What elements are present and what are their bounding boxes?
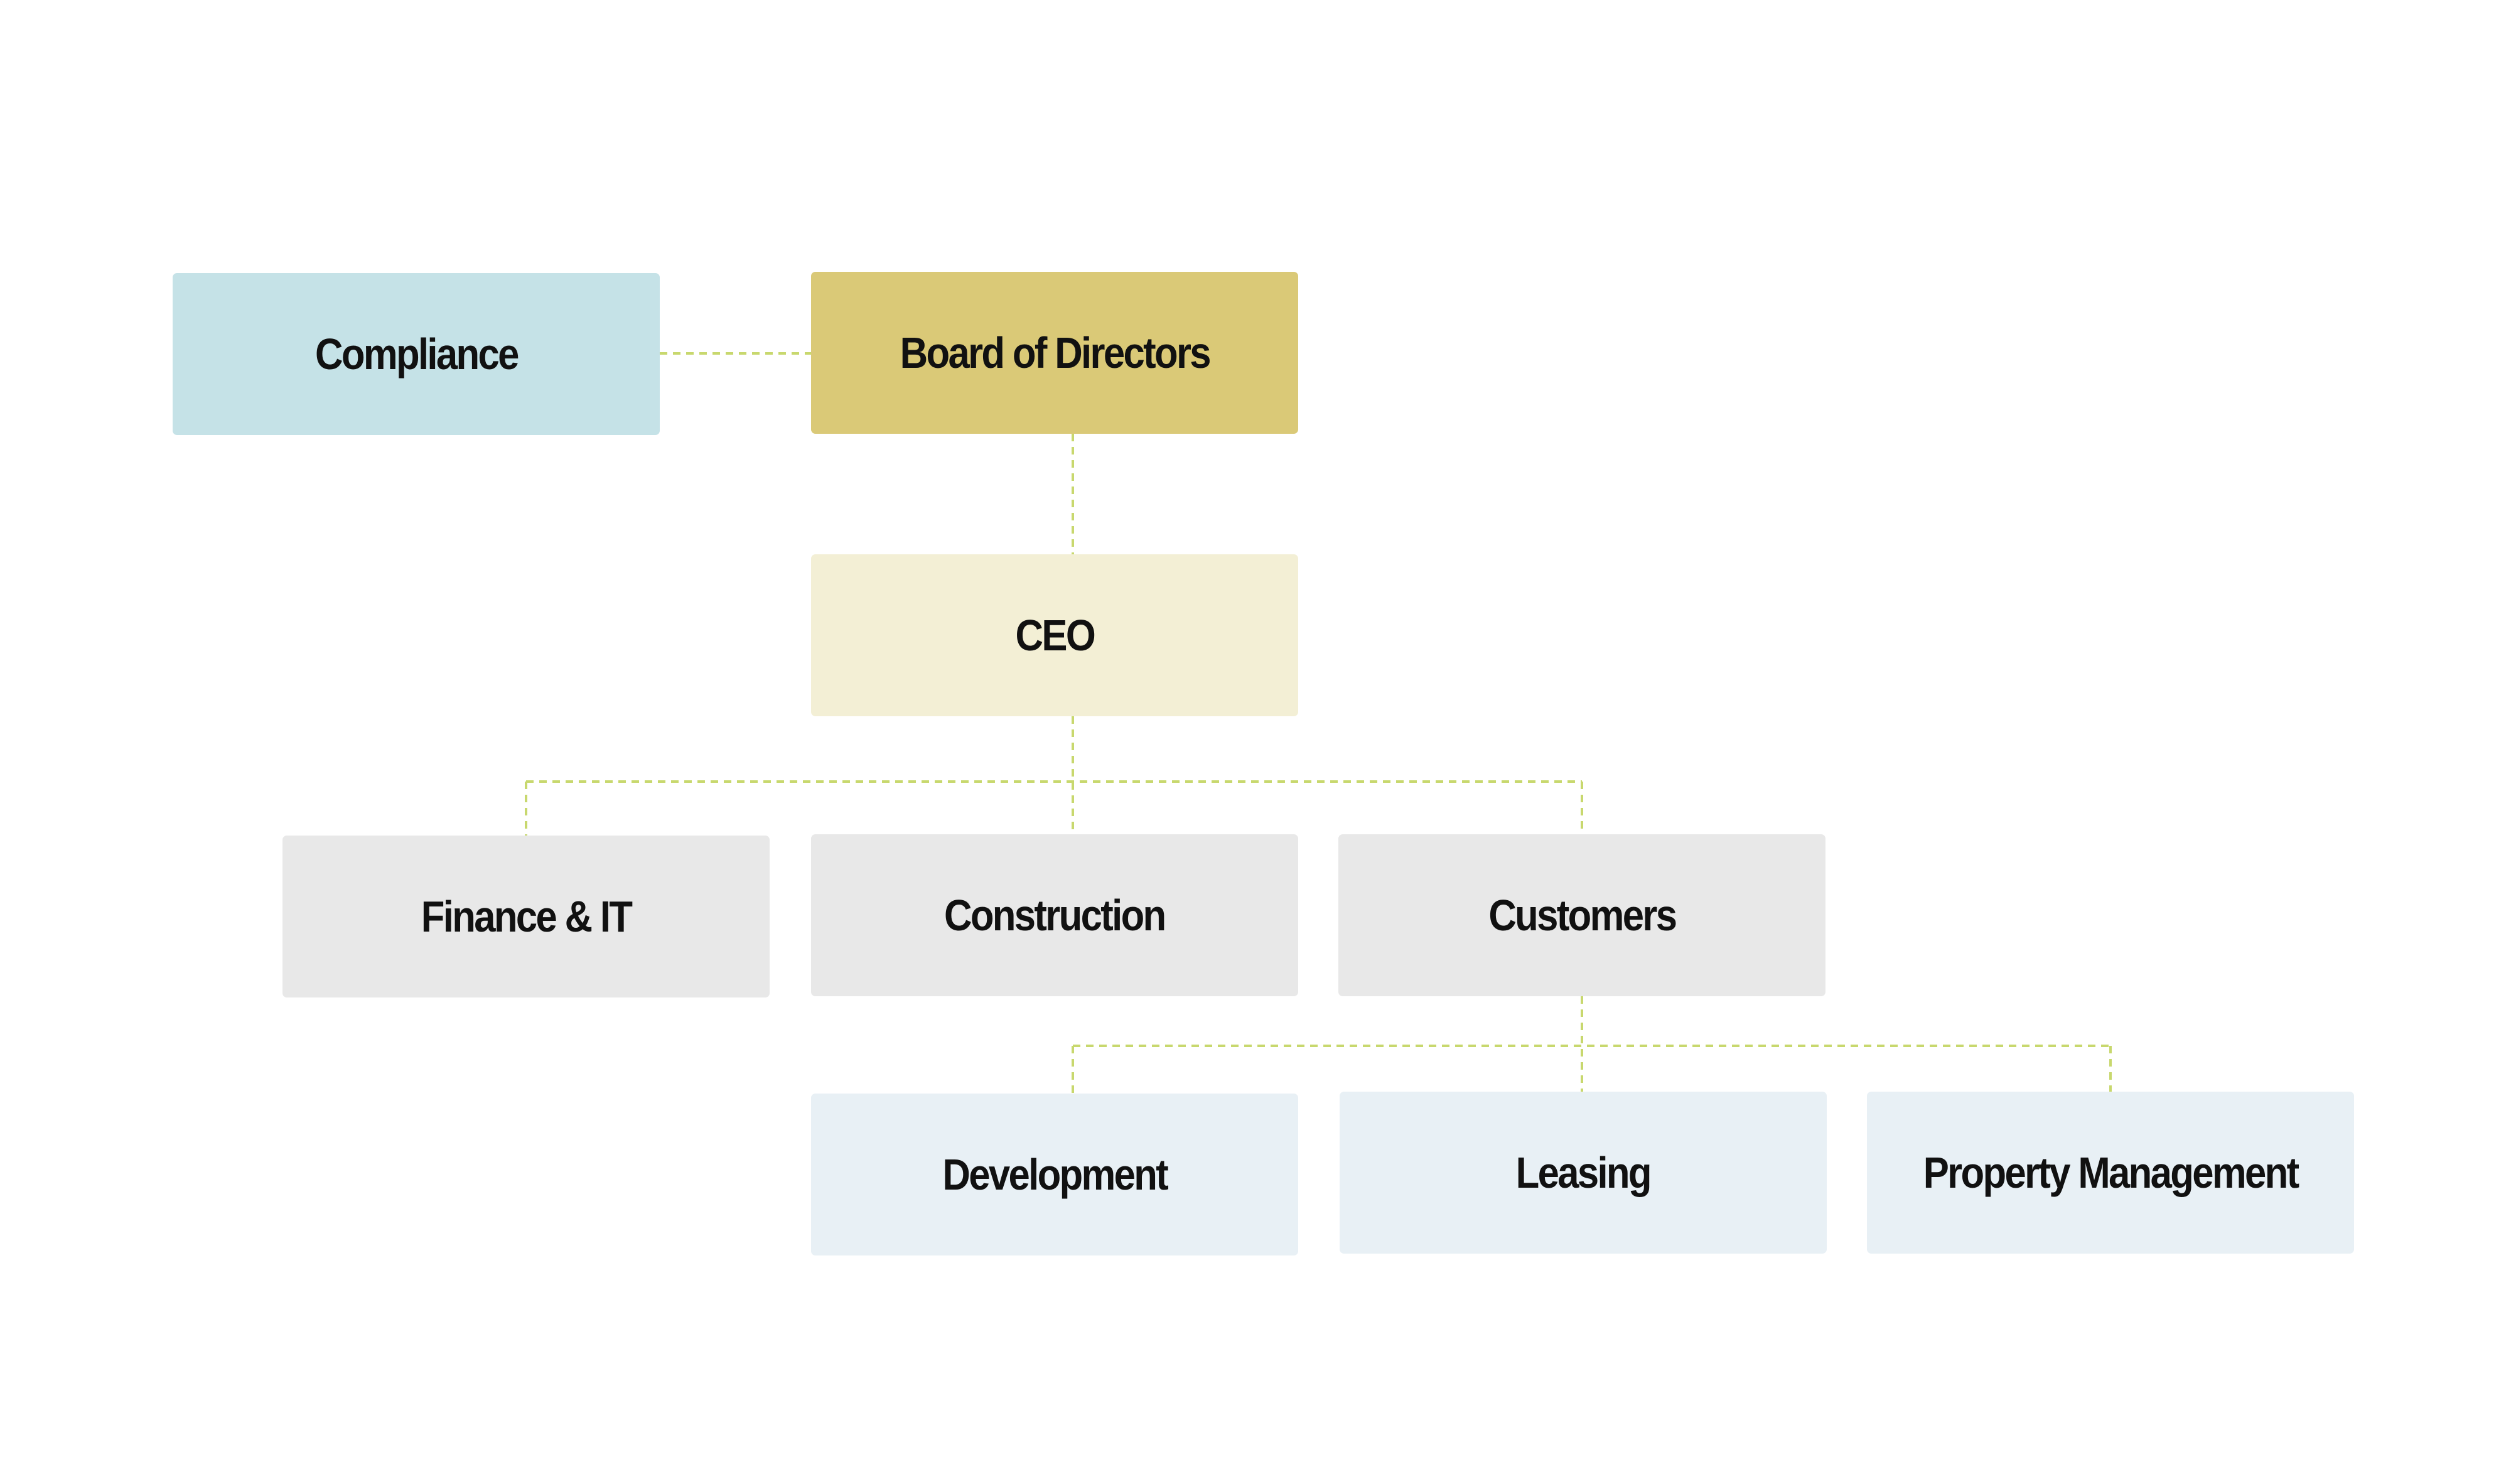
node-leasing: Leasing	[1340, 1092, 1827, 1254]
node-construction: Construction	[811, 834, 1298, 996]
node-label-ceo: CEO	[1015, 611, 1095, 660]
node-label-property-management: Property Management	[1923, 1148, 2299, 1197]
node-ceo: CEO	[811, 554, 1298, 716]
node-label-board-of-directors: Board of Directors	[900, 328, 1211, 377]
node-label-leasing: Leasing	[1515, 1148, 1652, 1197]
node-development: Development	[811, 1094, 1298, 1255]
node-property-management: Property Management	[1867, 1092, 2354, 1254]
node-label-customers: Customers	[1488, 891, 1677, 940]
node-label-development: Development	[942, 1150, 1168, 1199]
node-customers: Customers	[1338, 834, 1825, 996]
node-finance-it: Finance & IT	[282, 836, 770, 997]
node-board-of-directors: Board of Directors	[811, 272, 1298, 434]
node-label-construction: Construction	[944, 891, 1166, 940]
node-label-compliance: Compliance	[315, 330, 519, 379]
node-compliance: Compliance	[173, 273, 660, 435]
node-label-finance-it: Finance & IT	[421, 892, 633, 941]
